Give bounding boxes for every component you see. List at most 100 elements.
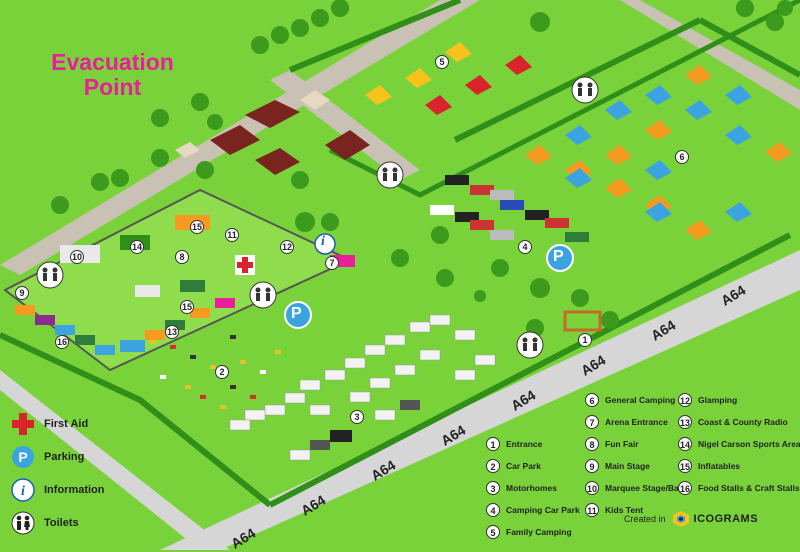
marker-5: 5 [435,55,449,69]
key-label: General Camping [605,395,676,405]
evacuation-point-title: Evacuation Point [40,50,185,100]
key-num: 15 [678,459,692,473]
map-toilets-icon-4 [249,281,277,309]
title-line-2: Point [83,74,142,100]
marker-7: 7 [325,256,339,270]
key-label: Inflatables [698,461,741,471]
icograms-logo-icon [672,511,689,527]
marker-3: 3 [350,410,364,424]
marker-4: 4 [518,240,532,254]
marker-15: 15 [190,220,204,234]
key-item-8: 8 Fun Fair [585,436,639,452]
key-label: Main Stage [605,461,650,471]
marker-9: 9 [15,286,29,300]
key-num: 8 [585,437,599,451]
marker-6: 6 [675,150,689,164]
key-item-4: 4 Camping Car Park [486,502,580,518]
map-parking-letter-1: P [553,248,564,265]
key-label: Food Stalls & Craft Stalls [698,483,800,493]
map-info-letter: i [321,234,325,249]
key-label: Coast & County Radio [698,417,788,427]
credit-brand: ICOGRAMS [693,513,759,525]
key-item-16: 16 Food Stalls & Craft Stalls [678,480,800,496]
entrance-gate [563,310,602,332]
legend-label: Toilets [44,517,79,529]
key-num: 13 [678,415,692,429]
key-label: Fun Fair [605,439,639,449]
marker-13: 13 [165,325,179,339]
marker-15b: 15 [180,300,194,314]
trees [51,0,793,337]
car-park-2 [150,335,281,409]
key-num: 3 [486,481,500,495]
map-toilets-icon-5 [516,331,544,359]
information-icon: i [10,477,36,503]
marker-14: 14 [130,240,144,254]
family-camping-tents [365,42,532,115]
title-line-1: Evacuation [51,49,174,75]
icograms-credit[interactable]: Created in ICOGRAMS [624,510,758,528]
key-num: 11 [585,503,599,517]
parking-icon: P [10,444,36,470]
map-toilets-icon-1 [571,76,599,104]
key-item-12: 12 Glamping [678,392,737,408]
toilets-icon [10,510,36,536]
key-num: 9 [585,459,599,473]
map-toilets-icon-3 [36,261,64,289]
camping-car-park-4 [430,175,589,242]
map-parking-icon-2 [284,301,312,329]
key-item-10: 10 Marquee Stage/Bar [585,480,682,496]
key-label: Glamping [698,395,738,405]
key-num: 12 [678,393,692,407]
key-label: Car Park [506,461,541,471]
legend-label: First Aid [44,418,89,430]
map-info-icon [314,233,336,255]
key-num: 2 [486,459,500,473]
key-num: 5 [486,525,500,539]
key-item-6: 6 General Camping [585,392,675,408]
key-label: Nigel Carson Sports Area [698,439,800,449]
legend-parking: P Parking [10,444,84,470]
marker-1: 1 [578,333,592,347]
legend-information: i Information [10,477,105,503]
key-item-9: 9 Main Stage [585,458,650,474]
key-label: Marquee Stage/Bar [605,483,682,493]
a64-road [160,250,800,550]
credit-text: Created in [624,514,666,524]
legend-first-aid: First Aid [10,411,88,437]
key-item-13: 13 Coast & County Radio [678,414,788,430]
key-num: 6 [585,393,599,407]
key-num: 10 [585,481,599,495]
key-item-7: 7 Arena Entrance [585,414,668,430]
key-num: 7 [585,415,599,429]
legend-label: Information [44,484,105,496]
key-label: Camping Car Park [506,505,580,515]
marker-12: 12 [280,240,294,254]
map-parking-icon-1 [546,244,574,272]
marker-10: 10 [70,250,84,264]
key-label: Arena Entrance [605,417,668,427]
legend-toilets: Toilets [10,510,79,536]
key-num: 4 [486,503,500,517]
svg-text:P: P [18,449,27,465]
motorhomes-3 [229,314,496,461]
key-num: 1 [486,437,500,451]
hedge-a64 [268,232,792,508]
first-aid-icon [10,411,36,437]
key-item-11: 11 Kids Tent [585,502,643,518]
map-parking-letter-2: P [291,305,302,322]
marker-2: 2 [215,365,229,379]
key-item-15: 15 Inflatables [678,458,740,474]
key-label: Kids Tent [605,505,644,515]
farm-buildings [175,90,370,175]
legend-label: Parking [44,451,85,463]
key-num: 16 [678,481,692,495]
key-item-1: 1 Entrance [486,436,542,452]
key-label: Entrance [506,439,543,449]
map-first-aid-icon [235,255,255,275]
marker-8: 8 [175,250,189,264]
